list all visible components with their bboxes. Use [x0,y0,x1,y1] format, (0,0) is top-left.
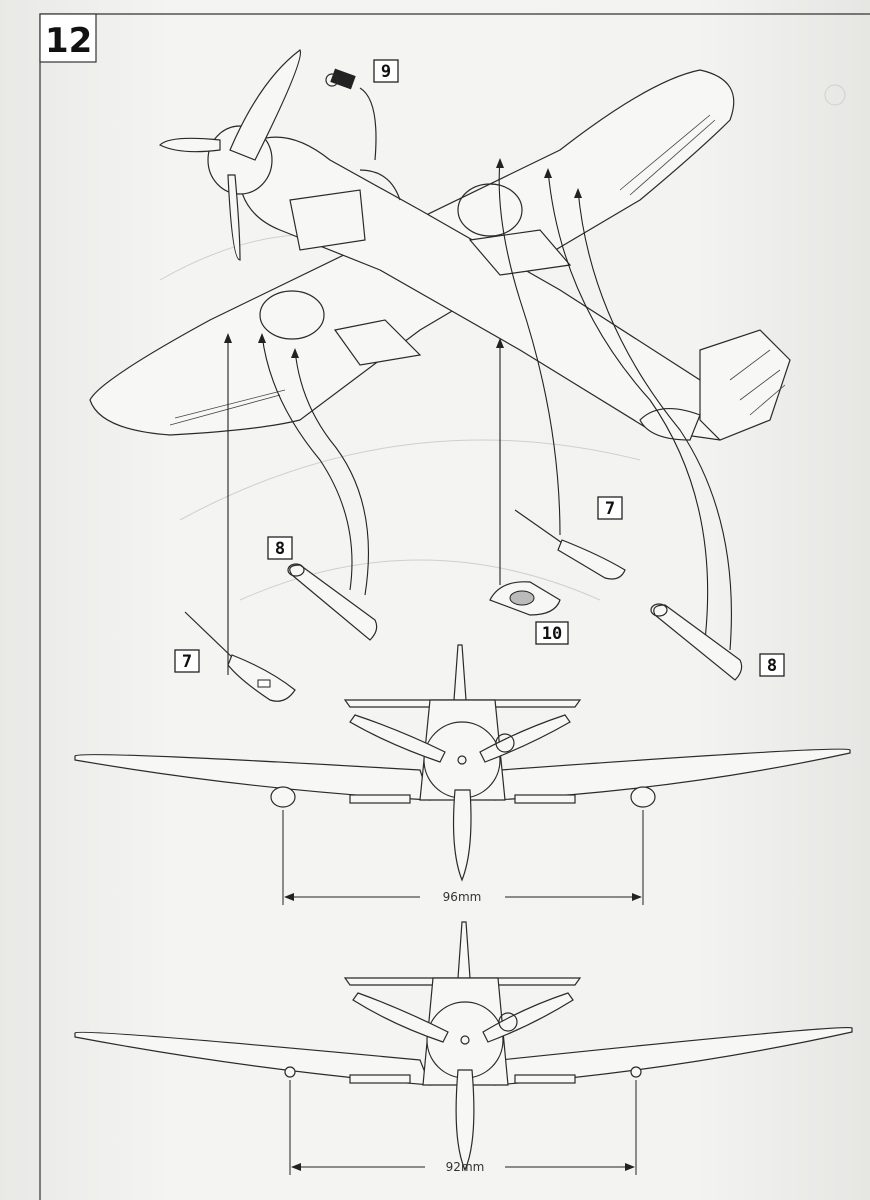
callout-part-7-left: 7 [174,649,200,673]
svg-text:8: 8 [275,539,285,559]
aircraft-underside-view [89,49,791,441]
front-view-92mm: 92mm [74,921,853,1175]
callout-part-10: 10 [535,621,569,645]
step-frame: 12 [39,13,870,1200]
callout-part-7-right: 7 [597,496,623,520]
part-8-left-drawing [287,563,378,641]
svg-text:10: 10 [542,624,562,644]
svg-text:7: 7 [182,652,192,672]
part-10-drawing [489,581,561,616]
callout-part-8-left: 8 [267,536,293,560]
svg-text:7: 7 [605,499,615,519]
assembly-arrows [224,158,732,675]
callout-part-8-right: 8 [759,653,785,677]
part-7-right-drawing [514,509,626,580]
step-number: 12 [45,21,92,61]
front-view-96mm: 96mm [74,644,851,905]
svg-text:8: 8 [767,656,777,676]
step-number-box [39,13,97,63]
part-8-right-drawing [650,603,743,681]
dimension-96mm: 96mm [443,890,482,904]
svg-text:9: 9 [381,62,391,82]
part-9-drawing [325,68,377,161]
part-7-left-drawing [184,611,296,702]
dimension-92mm: 92mm [446,1160,485,1174]
callout-part-9: 9 [373,59,399,83]
